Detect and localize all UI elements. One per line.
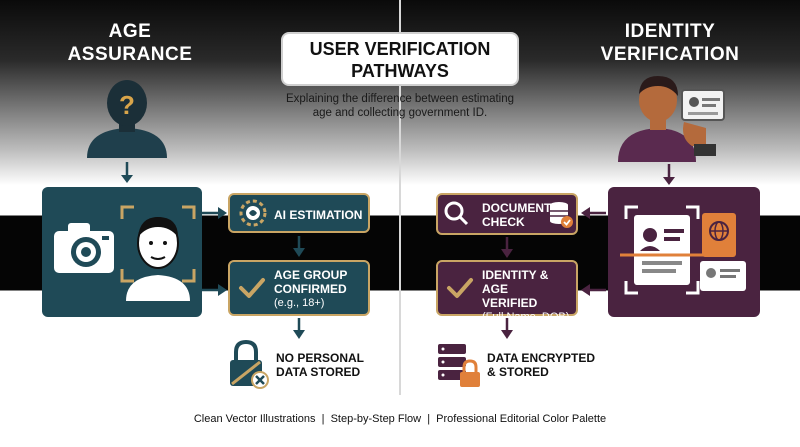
age-group-note: (e.g., 18+) (274, 297, 325, 309)
age-group-line2: CONFIRMED (274, 282, 347, 296)
no-personal-data-label: NO PERSONAL DATA STORED (276, 351, 365, 379)
camera-icon (54, 223, 114, 273)
center-title-line2: PATHWAYS (351, 61, 449, 81)
checkmark-icon (447, 278, 473, 298)
footer-caption: Clean Vector Illustrations | Step-by-Ste… (193, 413, 607, 425)
age-group-line1: AGE GROUP (274, 268, 348, 282)
document-check-step: DOCUMENT CHECK (436, 193, 578, 235)
subtitle: Explaining the difference between estima… (285, 93, 515, 119)
document-check-line2: CHECK (482, 215, 525, 229)
center-title-box: USER VERIFICATION PATHWAYS (281, 32, 519, 86)
person-with-id-icon (618, 76, 725, 162)
arrow-right-to-ai-estimation (202, 207, 227, 219)
ai-estimation-label: AI ESTIMATION (274, 208, 363, 222)
data-encrypted-label: DATA ENCRYPTED & STORED (487, 351, 595, 379)
arrow-left-to-document-check (581, 207, 606, 219)
age-group-confirmed-step: AGE GROUP CONFIRMED (e.g., 18+) (228, 260, 370, 316)
center-title-line1: USER VERIFICATION (309, 39, 491, 59)
anonymous-person-icon: ? (87, 80, 167, 158)
ai-brain-gear-icon (239, 199, 267, 227)
identity-verified-line2: VERIFIED (482, 296, 538, 310)
arrow-down-age-to-result (293, 318, 305, 339)
arrow-down-identity-to-result (501, 318, 513, 339)
identity-verification-panel (608, 187, 760, 317)
checkmark-icon (239, 278, 265, 298)
arrow-left-to-identity-verified (581, 284, 606, 296)
arrow-down-left-person (121, 162, 133, 183)
left-title: AGE ASSURANCE (67, 21, 193, 65)
center-divider (399, 0, 401, 395)
arrow-down-right-person (663, 164, 675, 185)
document-check-line1: DOCUMENT (482, 201, 552, 215)
server-lock-icon (438, 344, 480, 387)
database-check-icon (550, 202, 573, 228)
svg-text:?: ? (119, 90, 135, 120)
lock-no-storage-icon (230, 340, 269, 389)
arrow-right-to-age-group (202, 284, 227, 296)
right-title: IDENTITY VERIFICATION (600, 21, 740, 65)
arrow-down-ai-to-age (293, 236, 305, 257)
age-assurance-panel (42, 187, 202, 317)
identity-verified-note: (Full Name, DOB) (482, 311, 570, 323)
face-scan-icon (120, 205, 196, 301)
identity-verified-line1: IDENTITY & AGE (482, 268, 549, 296)
ai-estimation-step: AI ESTIMATION (228, 193, 370, 233)
document-scan-icon (620, 205, 746, 295)
magnifier-database-icon (444, 201, 469, 226)
arrow-down-doc-to-identity (501, 237, 513, 258)
identity-age-verified-step: IDENTITY & AGE VERIFIED (Full Name, DOB) (436, 260, 578, 323)
